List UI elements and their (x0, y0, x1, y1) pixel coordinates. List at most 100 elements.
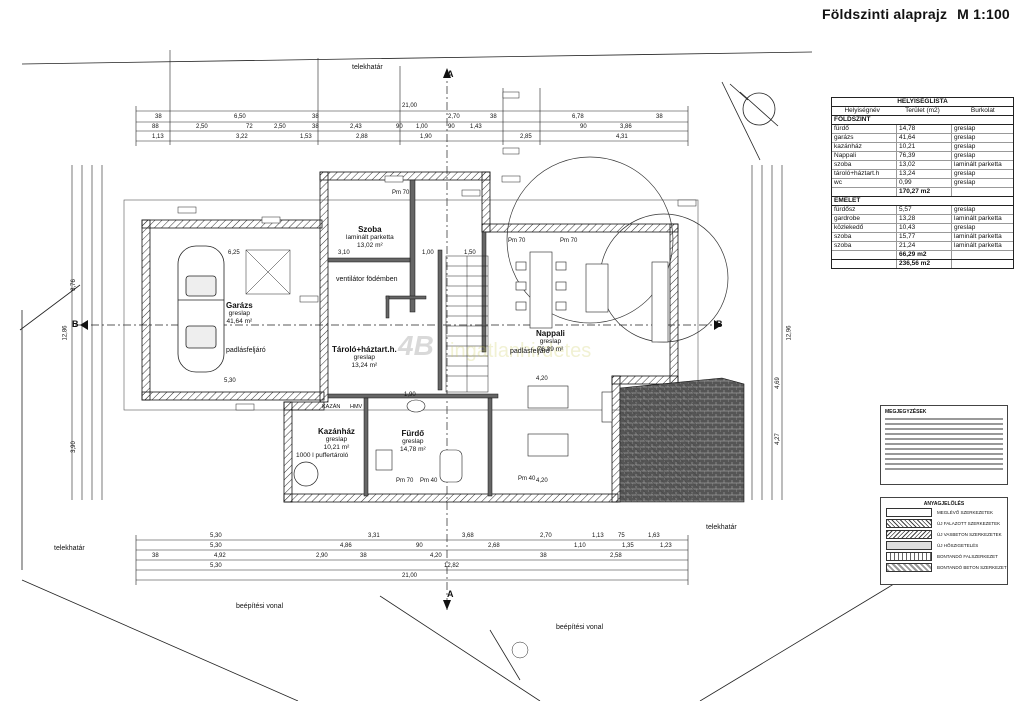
notes-box: MEGJEGYZÉSEK (880, 405, 1008, 485)
top-dim-r3-4: 1,90 (420, 134, 432, 140)
bottom-dim-r2-5: 38 (540, 553, 547, 559)
top-dim-r3-6: 4,31 (616, 134, 628, 140)
schedule-cell-finish: greslap (954, 143, 976, 150)
top-overall-dimension: 21,00 (402, 103, 418, 109)
schedule-cell-name: garázs (832, 134, 897, 142)
bottom-dim-r2-2: 2,90 (316, 553, 328, 559)
legend-swatch (886, 563, 932, 572)
room-area: 14,78 m² (400, 446, 426, 453)
interior-dim-3: 3,10 (338, 250, 350, 256)
room-surface: laminált parketta (346, 234, 394, 241)
schedule-cell-area: 76,39 (897, 152, 952, 160)
room-area: 76,39 m² (537, 346, 564, 353)
schedule-cell-finish: greslap (954, 125, 976, 132)
legend-text: BONTANDÓ BETON SZERKEZET (937, 565, 1007, 570)
top-dim-r2-9: 1,43 (470, 124, 482, 130)
room-name: Szoba (358, 225, 382, 234)
legend-item: ÚJ VASBETON SZERKEZETEK (886, 529, 1007, 540)
left-dim-0: 8,76 (70, 279, 77, 291)
opening-0: Pm 70 (392, 190, 410, 196)
bottom-dim-r2-1: 4,92 (214, 553, 226, 559)
top-dimension-lines (135, 50, 689, 146)
schedule-section-upper: EMELET (832, 197, 1013, 206)
top-dim-r1-2: 38 (312, 114, 319, 120)
hot-water-label: HMV (350, 404, 363, 410)
room-area: 41,64 m² (226, 318, 253, 325)
schedule-total-upper: 66,29 m2 (832, 251, 1013, 260)
room-surface: greslap (402, 438, 424, 445)
schedule-cell-name: kazánház (832, 143, 897, 151)
bottom-dim-r0-3: 2,70 (540, 533, 552, 539)
schedule-cell-finish: greslap (954, 179, 976, 186)
staircase (445, 255, 489, 393)
section-b-left-label: B (72, 319, 79, 329)
bottom-dim-r0-2: 3,68 (462, 533, 474, 539)
room-label-room: Szoba laminált parketta 13,02 m² (346, 226, 394, 250)
legend-text: BONTANDÓ FALSZERKEZET (937, 554, 998, 559)
exterior-walls (141, 171, 679, 503)
schedule-cell-area: 13,24 (897, 170, 952, 178)
legend-item: BONTANDÓ FALSZERKEZET (886, 551, 1007, 562)
interior-walls (327, 179, 499, 497)
boiler-label: KAZÁN (322, 404, 341, 410)
plot-line-label-top: telekhatár (352, 64, 383, 71)
terrace-hatch (620, 380, 700, 502)
room-name: Fürdő (401, 429, 425, 438)
schedule-cell-finish: greslap (954, 206, 976, 213)
schedule-cell-area: 15,77 (897, 233, 952, 241)
right-dimension-lines (751, 165, 783, 500)
section-bubbles (511, 641, 529, 659)
room-label-living: Nappali greslap 76,39 m² (536, 330, 565, 354)
bottom-dim-r2-4: 4,20 (430, 553, 442, 559)
top-dim-r3-5: 2,85 (520, 134, 532, 140)
building-line-label-left: beépítési vonal (236, 603, 284, 610)
bottom-dim-r3-0: 5,30 (210, 563, 222, 569)
schedule-cell-name: tároló+háztart.h (832, 170, 897, 178)
legend-text: ÚJ HŐSZIGETELÉS (937, 543, 979, 548)
bottom-dim-r1-5: 1,35 (622, 543, 634, 549)
legend-text: ÚJ FALAZOTT SZERKEZETEK (937, 521, 1001, 526)
car-symbol (177, 245, 225, 373)
notes-line (885, 443, 1003, 445)
top-dim-r3-1: 3,22 (236, 134, 248, 140)
section-a-marker-bottom (443, 600, 451, 610)
notes-line (885, 453, 1003, 455)
room-name: Garázs (226, 301, 253, 310)
schedule-cell-name: Nappali (832, 152, 897, 160)
legend-text: MEGLÉVŐ SZERKEZETEK (937, 510, 994, 515)
schedule-cell-name: gardrobe (832, 215, 897, 223)
room-surface: greslap (228, 310, 250, 317)
top-dim-r1-0: 38 (155, 114, 162, 120)
right-dim-1: 4,27 (774, 433, 781, 445)
top-dim-r3-0: 1,13 (152, 134, 164, 140)
schedule-cell-finish: laminált parketta (954, 233, 1002, 240)
left-overall-dimension: 12,86 (62, 325, 69, 341)
ventilator-label: ventilátor födémben (336, 276, 398, 283)
room-label-garage: Garázs greslap 41,64 m² (226, 302, 253, 326)
puffer-tank (293, 461, 319, 487)
room-surface: greslap (539, 338, 562, 345)
room-name: Kazánház (318, 427, 355, 436)
top-dim-r2-5: 2,43 (350, 124, 362, 130)
interior-dim-7: 1,00 (422, 250, 434, 256)
room-label-bathroom: Fürdő greslap 14,78 m² (400, 430, 426, 454)
top-dim-r2-11: 3,86 (620, 124, 632, 130)
notes-line (885, 428, 1003, 430)
schedule-cell-name: szoba (832, 161, 897, 169)
notes-line (885, 448, 1003, 450)
top-dim-r2-2: 72 (246, 124, 253, 130)
room-area: 13,02 m² (357, 242, 383, 249)
opening-3: Pm 70 (508, 238, 526, 244)
room-area: 13,24 m² (351, 362, 378, 369)
bottom-dim-r0-6: 1,63 (648, 533, 660, 539)
room-schedule-table: HELYISÉGLISTA Helyiségnév Terület (m2) B… (831, 97, 1014, 269)
top-dim-r1-4: 38 (490, 114, 497, 120)
schedule-cell-name: szoba (832, 242, 897, 250)
kitchen-counter (651, 261, 669, 343)
